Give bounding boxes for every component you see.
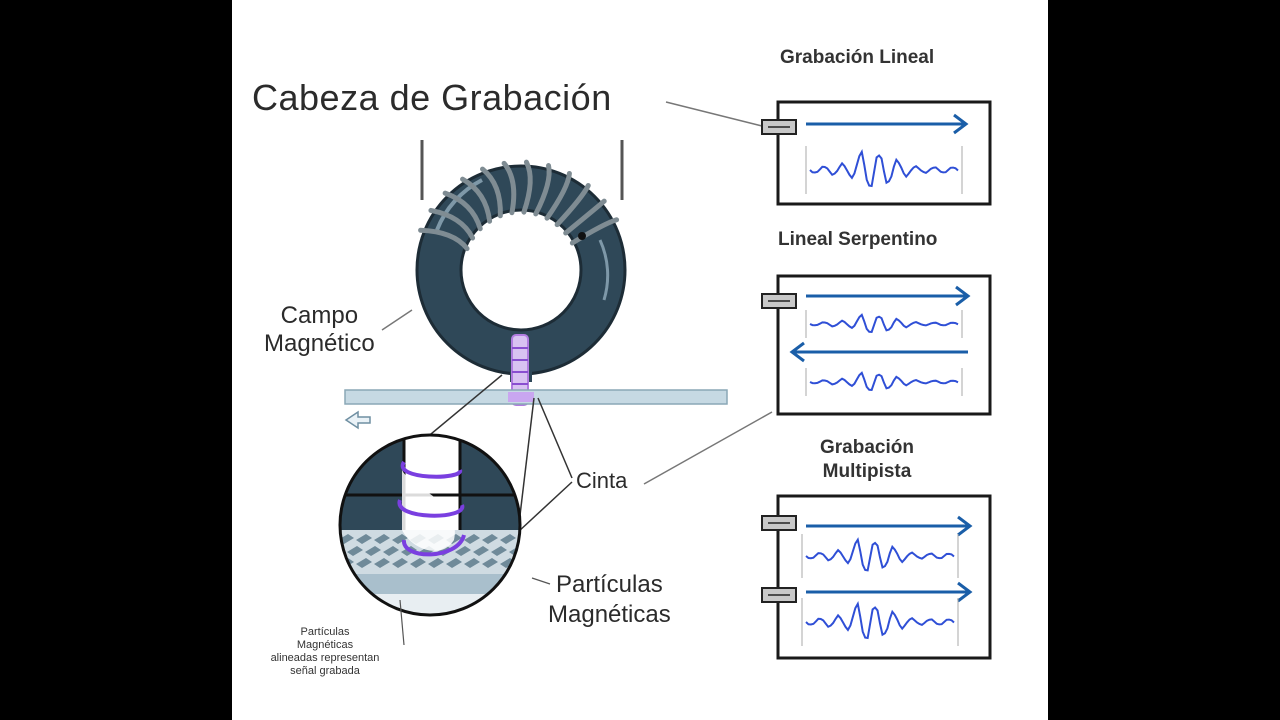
tape-panel-leader xyxy=(643,411,773,485)
aligned-note-line3: alineadas representan xyxy=(270,652,380,664)
coil-loop xyxy=(428,207,476,241)
head-highlight-right xyxy=(598,239,610,301)
tape-recorded-spot xyxy=(508,392,534,402)
linear-recording-title: Grabación Lineal xyxy=(780,47,935,68)
coil-loop xyxy=(533,163,552,217)
coil-loop xyxy=(569,217,620,246)
magnetic-field-label: Campo Magnético xyxy=(264,302,375,358)
serpentine-title: Lineal Serpentino xyxy=(778,229,938,250)
magnetic-particle xyxy=(482,558,498,568)
linear-signal xyxy=(809,148,959,188)
magnetic-particle xyxy=(356,534,372,544)
recording-head-label: Cabeza de Grabación xyxy=(252,77,612,118)
panel-linear xyxy=(776,100,992,206)
head-ring-hole xyxy=(459,208,583,332)
linear-arrow-head xyxy=(953,113,969,135)
tape-label: Cinta xyxy=(576,468,628,493)
coil-loop xyxy=(480,166,503,219)
serpentine-signal-2 xyxy=(809,371,959,392)
particles-leader-line xyxy=(531,577,551,585)
coil-loop xyxy=(563,198,607,236)
magnetic-particle xyxy=(410,558,426,568)
magnetic-particles-label-line2: Magnéticas xyxy=(548,601,671,628)
multitrack-signal-2 xyxy=(805,600,955,640)
tape-direction-arrow xyxy=(344,410,371,430)
multitrack-arrow-1-head xyxy=(957,515,973,537)
magnetic-particle xyxy=(473,546,489,556)
magnetic-particle xyxy=(356,558,372,568)
magnetic-particle xyxy=(392,558,408,568)
magnetic-particle xyxy=(464,534,480,544)
coil-loop xyxy=(501,160,517,216)
format-panels xyxy=(776,100,992,660)
magnetic-particle xyxy=(446,558,462,568)
aligned-note-line1: Partículas xyxy=(300,626,350,638)
magnetic-particle xyxy=(365,546,381,556)
coil-loop xyxy=(460,176,493,224)
coil-loop xyxy=(521,159,533,215)
tape-leader-line xyxy=(537,397,573,479)
magnetic-particle xyxy=(392,534,408,544)
serpentine-arrow-back-head xyxy=(789,341,805,363)
magnetic-particle xyxy=(500,534,516,544)
magnetic-particle xyxy=(518,558,520,568)
zoom-detail xyxy=(340,435,543,615)
head-highlight xyxy=(435,178,483,231)
magnetic-particle xyxy=(374,534,390,544)
recording-diagram xyxy=(338,100,992,660)
multitrack-arrow-2-head xyxy=(957,581,973,603)
coil-loop xyxy=(442,190,483,232)
coil-loop xyxy=(554,183,591,228)
coil-loop xyxy=(418,227,470,252)
aligned-note-line4: señal grabada xyxy=(290,665,360,677)
magnetic-particle xyxy=(464,558,480,568)
note-leader-line xyxy=(399,599,405,646)
magnetic-particle xyxy=(455,546,471,556)
magnetic-field-label-line1: Campo xyxy=(280,302,359,329)
magnetic-particles-label-line1: Partículas xyxy=(556,571,663,598)
zoom-line-right xyxy=(517,397,535,533)
aligned-note-line2: Magnéticas xyxy=(296,639,354,651)
magnetic-field-label-line2: Magnético xyxy=(264,330,375,357)
magnetic-particle xyxy=(374,558,390,568)
magnetic-field-marker xyxy=(511,334,529,406)
magnetic-particle xyxy=(383,546,399,556)
diagram-canvas: Cabeza de Grabación Campo Magnético Cint… xyxy=(232,0,1048,720)
magnetic-particle xyxy=(347,546,363,556)
magnetic-particle xyxy=(527,546,543,556)
panel-serpentine xyxy=(776,274,992,416)
serpentine-signal-1 xyxy=(809,313,959,334)
magnetic-particle xyxy=(428,558,444,568)
coil-loop xyxy=(544,170,572,221)
field-leader-line xyxy=(381,309,413,331)
magnetic-particle xyxy=(482,534,498,544)
zoom-circle-border xyxy=(338,433,522,617)
multitrack-title-line2: Multipista xyxy=(822,461,912,482)
serpentine-arrow-forward-head xyxy=(955,285,971,307)
head-leader-line xyxy=(665,101,763,127)
multitrack-title-line1: Grabación xyxy=(820,437,914,458)
coil-wire-end xyxy=(578,232,586,240)
panel-multitrack xyxy=(776,494,992,660)
track-graphics xyxy=(761,113,973,646)
magnetic-particles-label: Partículas Magnéticas xyxy=(548,570,671,630)
multitrack-title: Grabación Multipista xyxy=(820,436,914,484)
tape-leader-line-2 xyxy=(517,481,573,533)
magnetic-particle xyxy=(491,546,507,556)
coil-windings xyxy=(418,159,620,252)
multitrack-signal-1 xyxy=(805,537,955,572)
tape-strip xyxy=(344,389,728,405)
aligned-particles-note: Partículas Magnéticas alineadas represen… xyxy=(240,626,410,678)
